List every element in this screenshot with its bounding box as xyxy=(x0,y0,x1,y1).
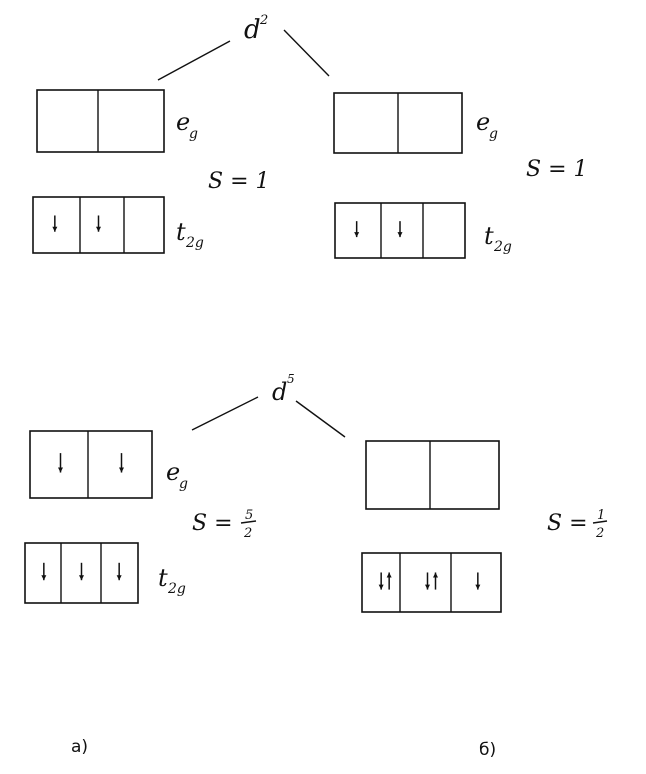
bottom-left-eg-label: e g xyxy=(166,458,188,492)
top-right-eg-label: e g xyxy=(476,108,498,142)
spin-down-arrow xyxy=(52,215,58,232)
spin-down-arrow xyxy=(79,562,84,581)
bottom-left-t2g-label-sub: 2g xyxy=(167,581,186,597)
top-right-t2g-label-sub: 2g xyxy=(493,239,512,255)
bottom-right-t2g-box xyxy=(361,552,502,613)
top-right-eg-label-sub: g xyxy=(489,126,498,142)
bottom-right-spin-den: 2 xyxy=(595,526,604,541)
top-right-t2g-box xyxy=(334,202,466,259)
top-left-eg-label-base: e xyxy=(176,108,190,136)
top-config-sup: 2 xyxy=(259,13,268,28)
bottom-right-spin-label: S = 1 2 xyxy=(547,508,608,541)
bottom-right-eg-box xyxy=(365,440,500,510)
bottom-left-spin-prefix: S = xyxy=(192,511,233,536)
spin-down-arrow xyxy=(378,572,384,590)
caption-b: б) xyxy=(479,740,496,760)
bottom-left-spin-den: 2 xyxy=(243,526,252,541)
spin-down-arrow xyxy=(41,562,47,581)
top-right-t2g-label: t 2g xyxy=(484,222,512,255)
bottom-right-spin-frac-bar xyxy=(592,520,608,524)
top-left-eg-label-sub: g xyxy=(189,126,198,142)
bottom-right-spin-num: 1 xyxy=(597,508,605,523)
top-right-t2g-label-base: t xyxy=(484,222,494,250)
bottom-left-eg-label-base: e xyxy=(166,458,180,486)
bottom-config-sup: 5 xyxy=(287,372,295,386)
spin-up-arrow xyxy=(433,572,438,590)
top-left-t2g-label-base: t xyxy=(176,218,186,246)
top-left-t2g-label: t 2g xyxy=(176,218,204,251)
top-left-spin-label: S = 1 xyxy=(208,169,270,194)
bottom-right-branch-line xyxy=(295,400,346,438)
bottom-config-label: d 5 xyxy=(272,372,295,406)
spin-down-arrow xyxy=(475,572,481,590)
spin-down-arrow xyxy=(116,562,122,581)
bottom-left-t2g-label-base: t xyxy=(158,564,168,592)
caption-a: а) xyxy=(71,737,88,757)
top-left-t2g-label-sub: 2g xyxy=(185,235,204,251)
bottom-left-spin-label: S = 5 2 xyxy=(192,508,257,541)
top-right-spin-label: S = 1 xyxy=(526,157,588,182)
spin-down-arrow xyxy=(96,215,101,232)
top-left-branch-line xyxy=(157,40,231,81)
top-right-branch-line xyxy=(283,29,330,77)
spin-down-arrow xyxy=(354,221,360,238)
spin-down-arrow xyxy=(58,453,63,473)
bottom-left-spin-num: 5 xyxy=(245,508,253,523)
bottom-left-branch-line xyxy=(191,396,259,431)
top-left-t2g-box xyxy=(32,196,165,254)
bottom-left-eg-label-sub: g xyxy=(179,476,188,492)
spin-down-arrow xyxy=(425,572,430,590)
bottom-right-spin-prefix: S = xyxy=(547,511,588,536)
bottom-left-spin-frac-bar xyxy=(240,520,257,524)
top-right-eg-box xyxy=(333,92,463,154)
spin-down-arrow xyxy=(397,221,403,238)
bottom-left-t2g-label: t 2g xyxy=(158,564,186,597)
spin-down-arrow xyxy=(119,453,124,473)
top-config-base: d xyxy=(244,15,261,45)
top-config-label: d 2 xyxy=(244,13,268,45)
top-right-eg-label-base: e xyxy=(476,108,490,136)
bottom-left-t2g-box xyxy=(24,542,139,604)
bottom-config-base: d xyxy=(272,378,287,406)
bottom-left-eg-box xyxy=(29,430,153,499)
spin-up-arrow xyxy=(386,572,392,590)
top-left-eg-label: e g xyxy=(176,108,198,142)
top-left-eg-box xyxy=(36,89,165,153)
